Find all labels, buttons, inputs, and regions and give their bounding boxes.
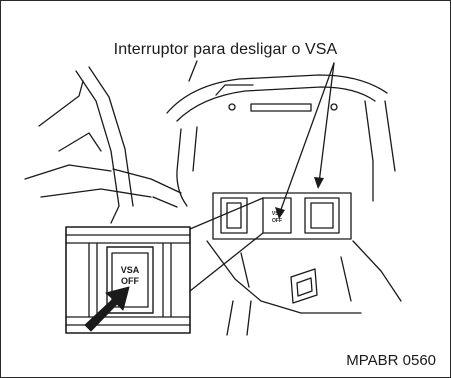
inset-switch-label-line1: VSA [121, 265, 140, 275]
callout-arrowhead-right [314, 177, 324, 189]
dashboard-upper-contour [166, 60, 396, 207]
press-arrow-icon [84, 286, 130, 332]
small-switch-label: VSA OFF [272, 211, 283, 224]
small-switch-label-line2: OFF [272, 218, 282, 224]
inset-switch-label-line2: OFF [121, 276, 139, 286]
callout-leader-lines [278, 62, 335, 216]
centre-stack-panel [206, 192, 402, 314]
small-switch-label-line1: VSA [272, 211, 283, 217]
lower-console [226, 268, 318, 336]
callout-arrowhead-left [275, 207, 285, 219]
switch-inset-box [65, 226, 191, 334]
vsa-switch-callout-label: Interruptor para desligar o VSA [113, 41, 338, 58]
inset-switch-label: VSA OFF [121, 265, 140, 286]
figure-code: MPABR 0560 [346, 352, 436, 369]
steering-column-outline [24, 66, 182, 224]
magnification-rays [189, 197, 264, 292]
